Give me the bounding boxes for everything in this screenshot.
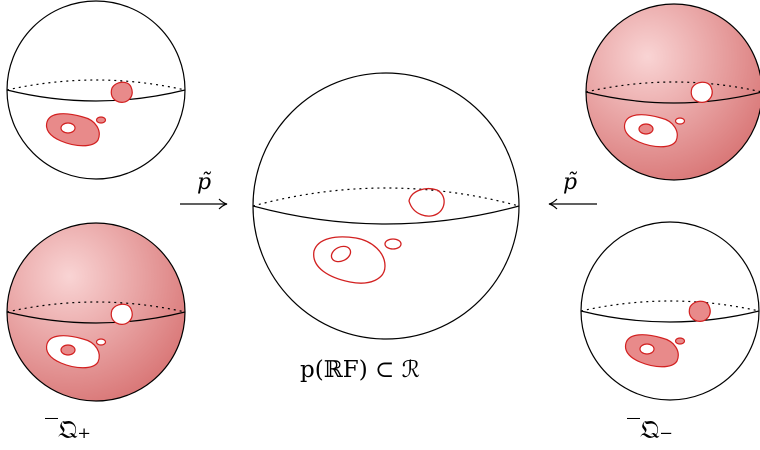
sphere-bottom-left bbox=[6, 222, 186, 402]
sphere-top-left bbox=[6, 0, 186, 180]
arrow-left-label: p̃ bbox=[197, 170, 212, 195]
arrow-right bbox=[548, 198, 597, 210]
center-caption: p(ℝF) ⊂ ℛ bbox=[300, 357, 420, 383]
left-caption: ̅𝔔₊ bbox=[58, 415, 92, 445]
sphere-center bbox=[252, 72, 520, 340]
arrow-right-label: p̃ bbox=[563, 170, 578, 195]
right-caption: ̅𝔔₋ bbox=[640, 415, 674, 445]
sphere-top-right bbox=[585, 3, 760, 181]
arrow-left bbox=[180, 198, 228, 210]
sphere-bottom-right bbox=[580, 221, 760, 401]
